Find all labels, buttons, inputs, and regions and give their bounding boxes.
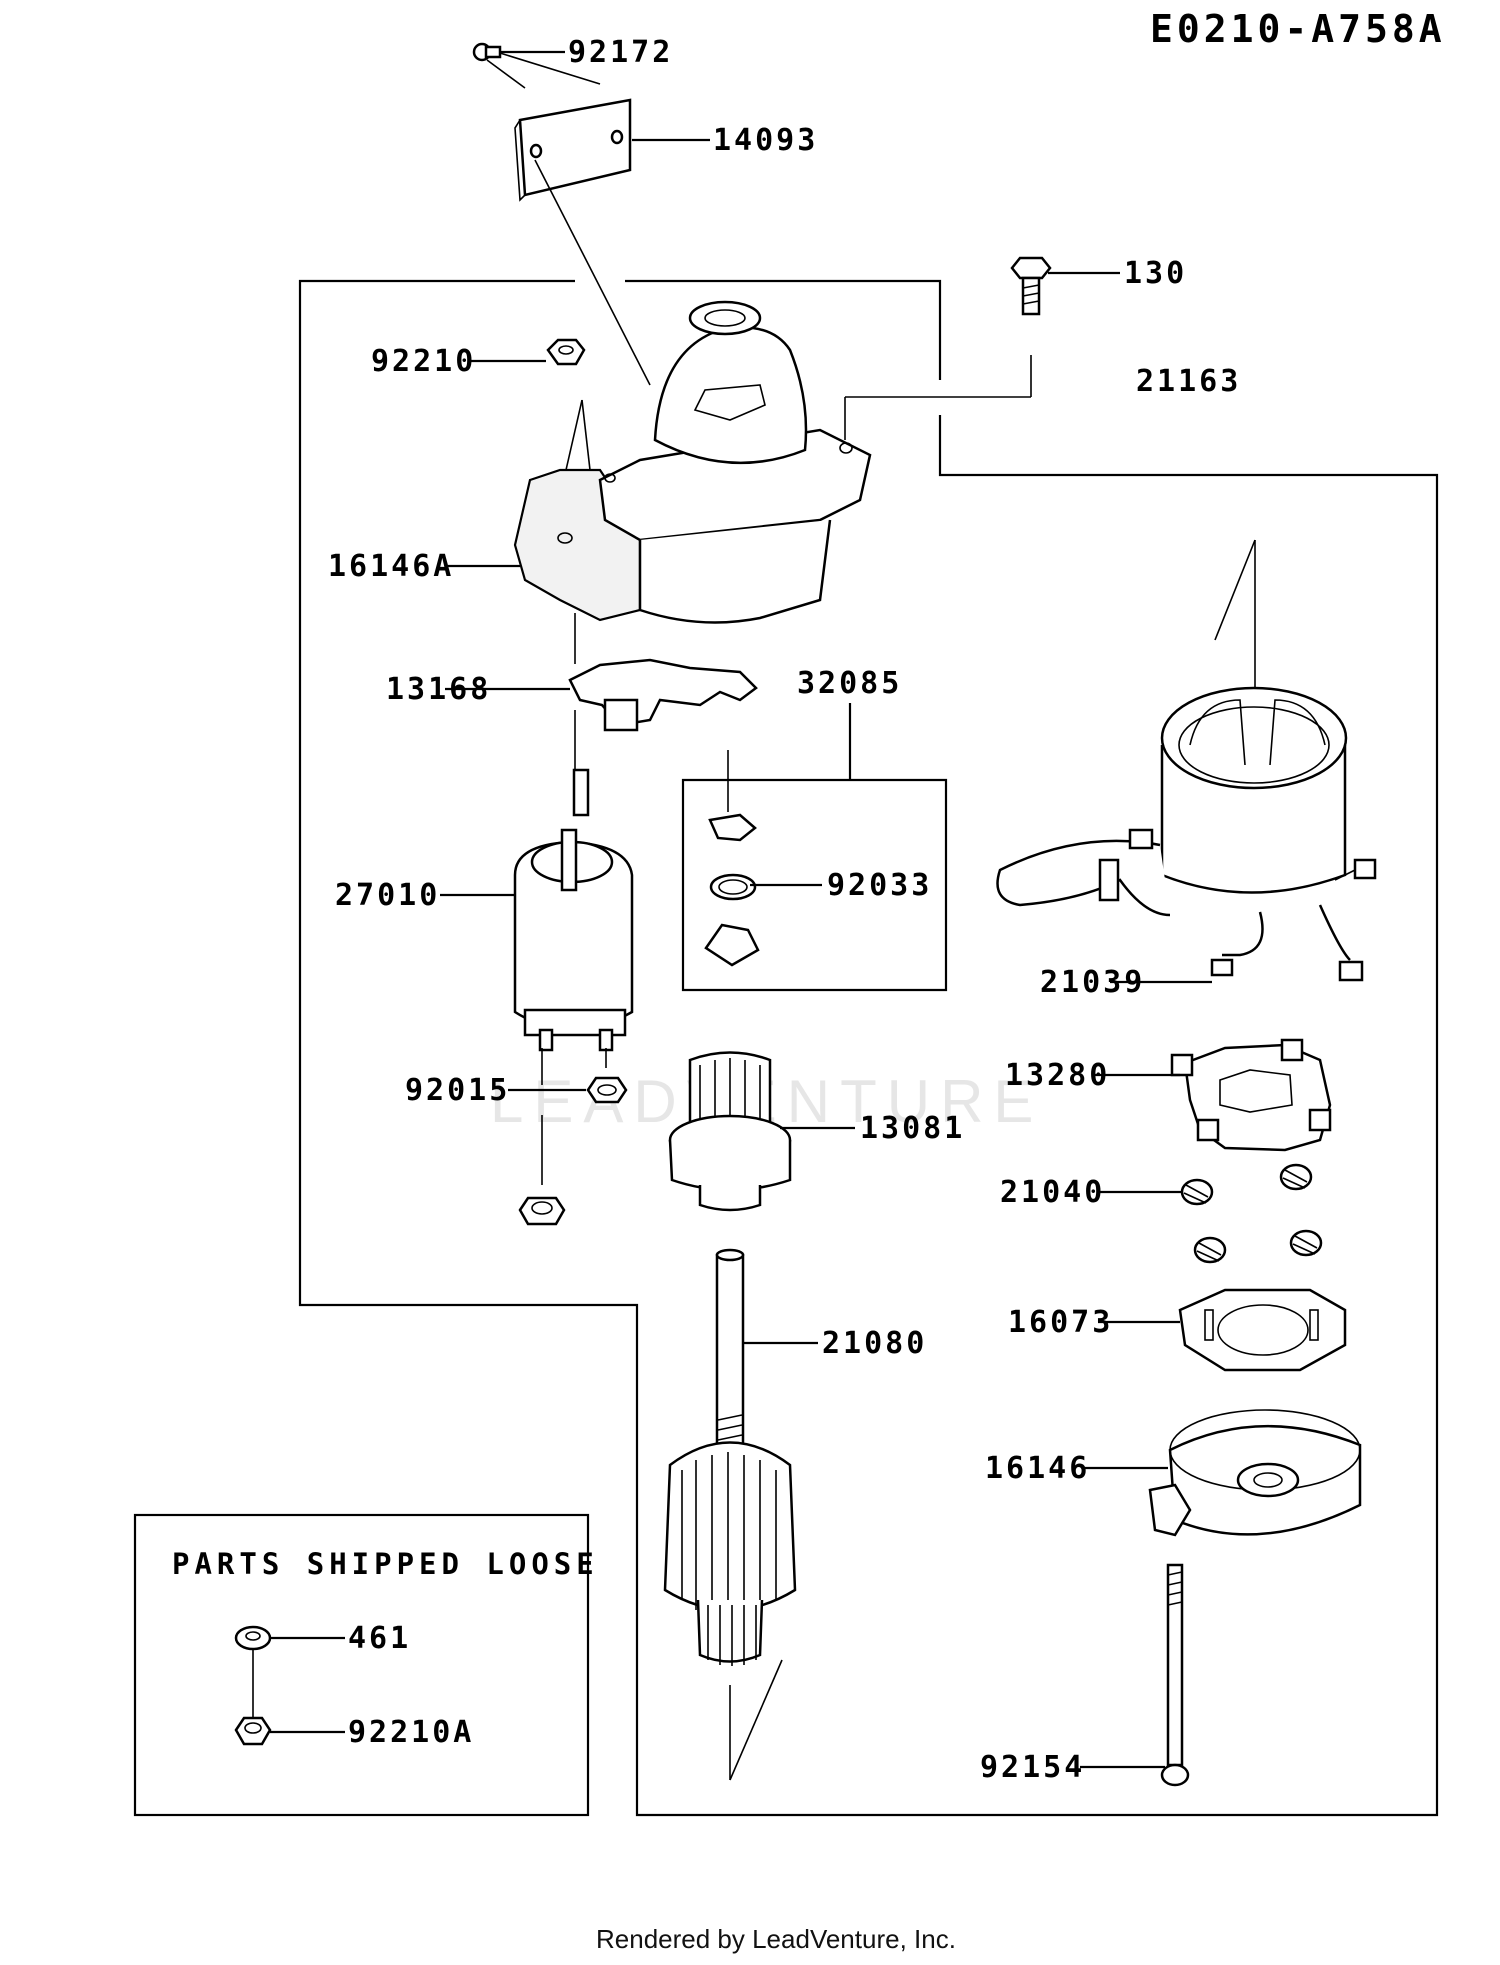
nuts-92015 <box>518 1048 628 1226</box>
drive-pinion-13081 <box>668 1051 792 1212</box>
label-92015[interactable]: 92015 <box>405 1073 510 1108</box>
label-32085[interactable]: 32085 <box>797 666 902 701</box>
brush-holder-13280 <box>1170 1038 1332 1152</box>
label-13168[interactable]: 13168 <box>386 672 491 707</box>
label-92033[interactable]: 92033 <box>827 868 932 903</box>
loose-parts-title: PARTS SHIPPED LOOSE <box>172 1547 599 1581</box>
label-21040[interactable]: 21040 <box>1000 1175 1105 1210</box>
nut-92210 <box>546 338 591 471</box>
kit-parts-32085 <box>704 813 760 967</box>
label-13280[interactable]: 13280 <box>1005 1058 1110 1093</box>
housing-16146A <box>513 300 872 624</box>
through-bolt-92154 <box>1160 1563 1190 1787</box>
part-labels: 92172 14093 130 21163 92210 16146A 13168… <box>328 35 1241 1785</box>
label-21163[interactable]: 21163 <box>1136 364 1241 399</box>
label-92154[interactable]: 92154 <box>980 1750 1085 1785</box>
bolt-130 <box>844 256 1052 440</box>
lever-13168 <box>568 613 758 812</box>
end-cover-16146 <box>1148 1409 1362 1537</box>
label-27010[interactable]: 27010 <box>335 878 440 913</box>
kit-box-32085 <box>681 778 948 992</box>
springs-21040 <box>1180 1163 1323 1264</box>
label-92172[interactable]: 92172 <box>568 35 673 70</box>
label-461[interactable]: 461 <box>348 1621 411 1656</box>
label-16146[interactable]: 16146 <box>985 1451 1090 1486</box>
footer-credit: Rendered by LeadVenture, Inc. <box>596 1924 956 1954</box>
label-92210A[interactable]: 92210A <box>348 1715 474 1750</box>
leader-lines <box>270 50 1212 1769</box>
label-92210[interactable]: 92210 <box>371 344 476 379</box>
label-14093[interactable]: 14093 <box>713 123 818 158</box>
loose-parts-box <box>133 1513 590 1817</box>
solenoid-27010 <box>513 768 634 1052</box>
armature-21080 <box>663 1248 797 1781</box>
label-21039[interactable]: 21039 <box>1040 965 1145 1000</box>
label-21080[interactable]: 21080 <box>822 1326 927 1361</box>
plate-16073 <box>1178 1288 1347 1372</box>
assembly-outline <box>298 279 1439 1817</box>
diagram-code: E0210-A758A <box>1150 7 1446 51</box>
nut-92210A <box>234 1716 272 1746</box>
yoke-21163 <box>996 539 1377 982</box>
label-130[interactable]: 130 <box>1124 256 1187 291</box>
label-13081[interactable]: 13081 <box>860 1111 965 1146</box>
label-16073[interactable]: 16073 <box>1008 1305 1113 1340</box>
washer-461 <box>234 1625 272 1718</box>
label-16146A[interactable]: 16146A <box>328 549 454 584</box>
plate-14093 <box>514 98 651 386</box>
screw-92172 <box>472 42 601 89</box>
